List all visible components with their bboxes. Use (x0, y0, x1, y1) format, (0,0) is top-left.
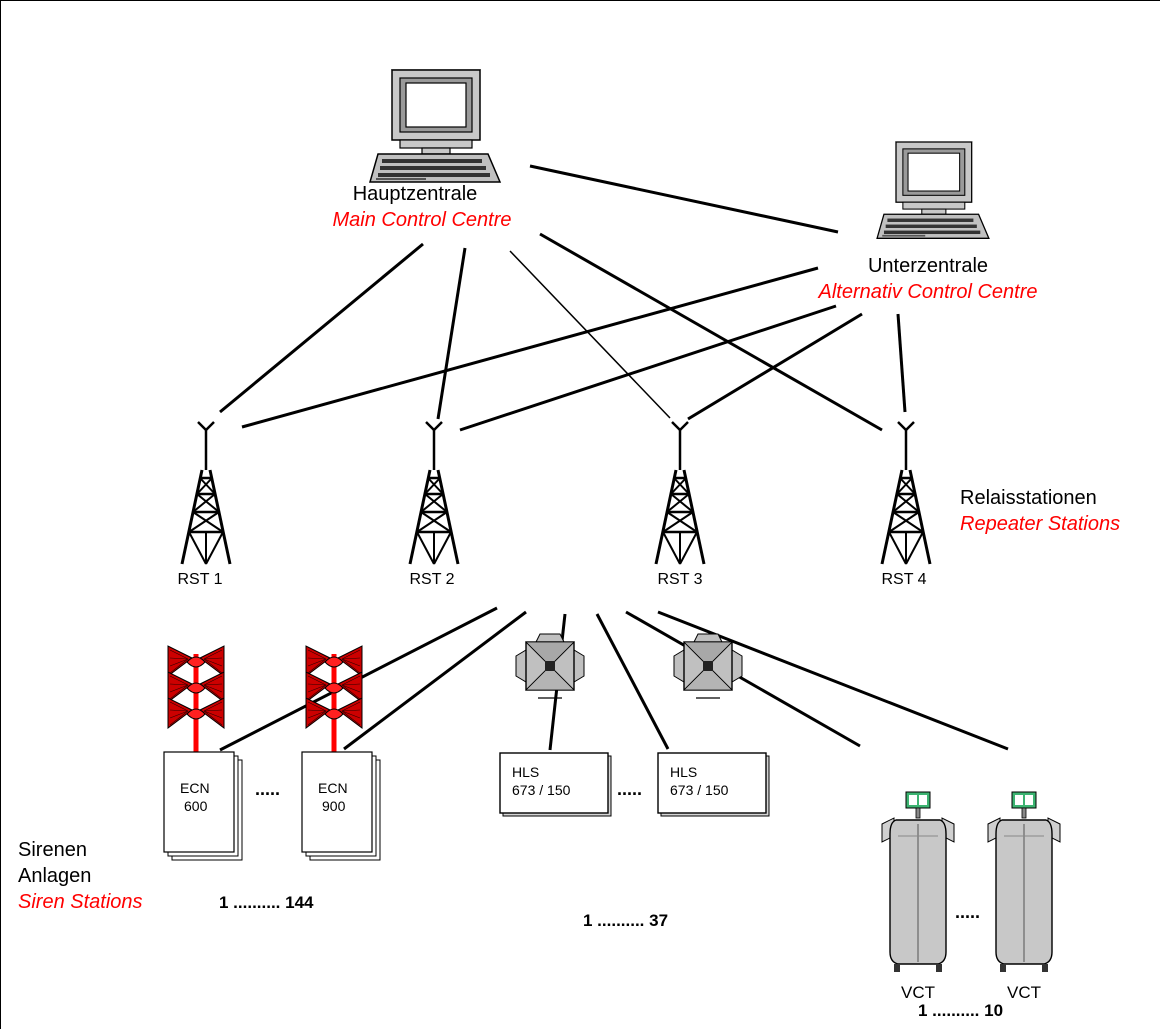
vct2-label: VCT (1007, 983, 1041, 1002)
link-alt-rst1 (241, 266, 819, 429)
ecn600-type-label: ECN (180, 780, 210, 796)
ecn-count-label: 1 .......... 144 (219, 893, 314, 912)
link-ecn900 (343, 610, 527, 751)
vct1-column-icon (881, 791, 955, 973)
hls1-type-label: HLS (512, 764, 539, 780)
rst1-tower-icon (180, 420, 232, 566)
hls1-speaker-icon (515, 633, 585, 699)
repeaters-en-label: Repeater Stations (960, 513, 1120, 535)
alt-centre-en-label: Alternativ Control Centre (818, 281, 1038, 303)
rst-label: RST 2 (409, 571, 454, 588)
hls2-speaker-icon (673, 633, 743, 699)
link-hls2 (595, 613, 670, 750)
alt-control-computer-icon (876, 141, 990, 239)
alt-centre-de-label: Unterzentrale (868, 255, 988, 277)
hls-count-label: 1 .......... 37 (583, 911, 668, 930)
ecn-ellipsis: ..... (255, 779, 280, 799)
sirens-en-label: Siren Stations (18, 891, 143, 913)
ecn600-box (163, 751, 243, 861)
ecn600-model-label: 600 (184, 798, 208, 814)
link-main-alt (529, 164, 839, 234)
hls-ellipsis: ..... (617, 779, 642, 799)
main-control-computer-icon (369, 69, 501, 183)
ecn900-box (301, 751, 381, 861)
hls1-box (499, 752, 609, 814)
link-alt-rst2 (459, 304, 837, 432)
vct1-label: VCT (901, 983, 935, 1002)
link-main-rst4 (539, 232, 883, 432)
link-main-rst2 (436, 247, 467, 420)
rst4-tower-icon (880, 420, 932, 566)
ecn600-siren-icon (168, 646, 224, 754)
vct-count-label: 1 .......... 10 (918, 1001, 1003, 1020)
sirens-de-label-2: Anlagen (18, 865, 91, 887)
ecn900-model-label: 900 (322, 798, 346, 814)
hls1-model-label: 673 / 150 (512, 782, 571, 798)
vct-ellipsis: ..... (955, 902, 980, 922)
hls2-model-label: 673 / 150 (670, 782, 729, 798)
hls2-type-label: HLS (670, 764, 697, 780)
rst-label: RST 4 (881, 571, 926, 588)
link-main-rst1 (219, 242, 424, 414)
rst-label: RST 1 (177, 571, 222, 588)
link-vct1 (625, 610, 861, 748)
vct2-column-icon (987, 791, 1061, 973)
hls2-box (657, 752, 767, 814)
main-centre-de-label: Hauptzentrale (353, 183, 478, 205)
main-centre-en-label: Main Control Centre (333, 209, 512, 231)
repeaters-de-label: Relaisstationen (960, 487, 1097, 509)
rst-label: RST 3 (657, 571, 702, 588)
rst3-tower-icon (654, 420, 706, 566)
link-alt-rst3 (687, 312, 863, 421)
link-main-rst3 (509, 250, 671, 419)
rst2-tower-icon (408, 420, 460, 566)
link-alt-rst4 (896, 313, 907, 413)
sirens-de-label-1: Sirenen (18, 839, 87, 861)
ecn900-type-label: ECN (318, 780, 348, 796)
